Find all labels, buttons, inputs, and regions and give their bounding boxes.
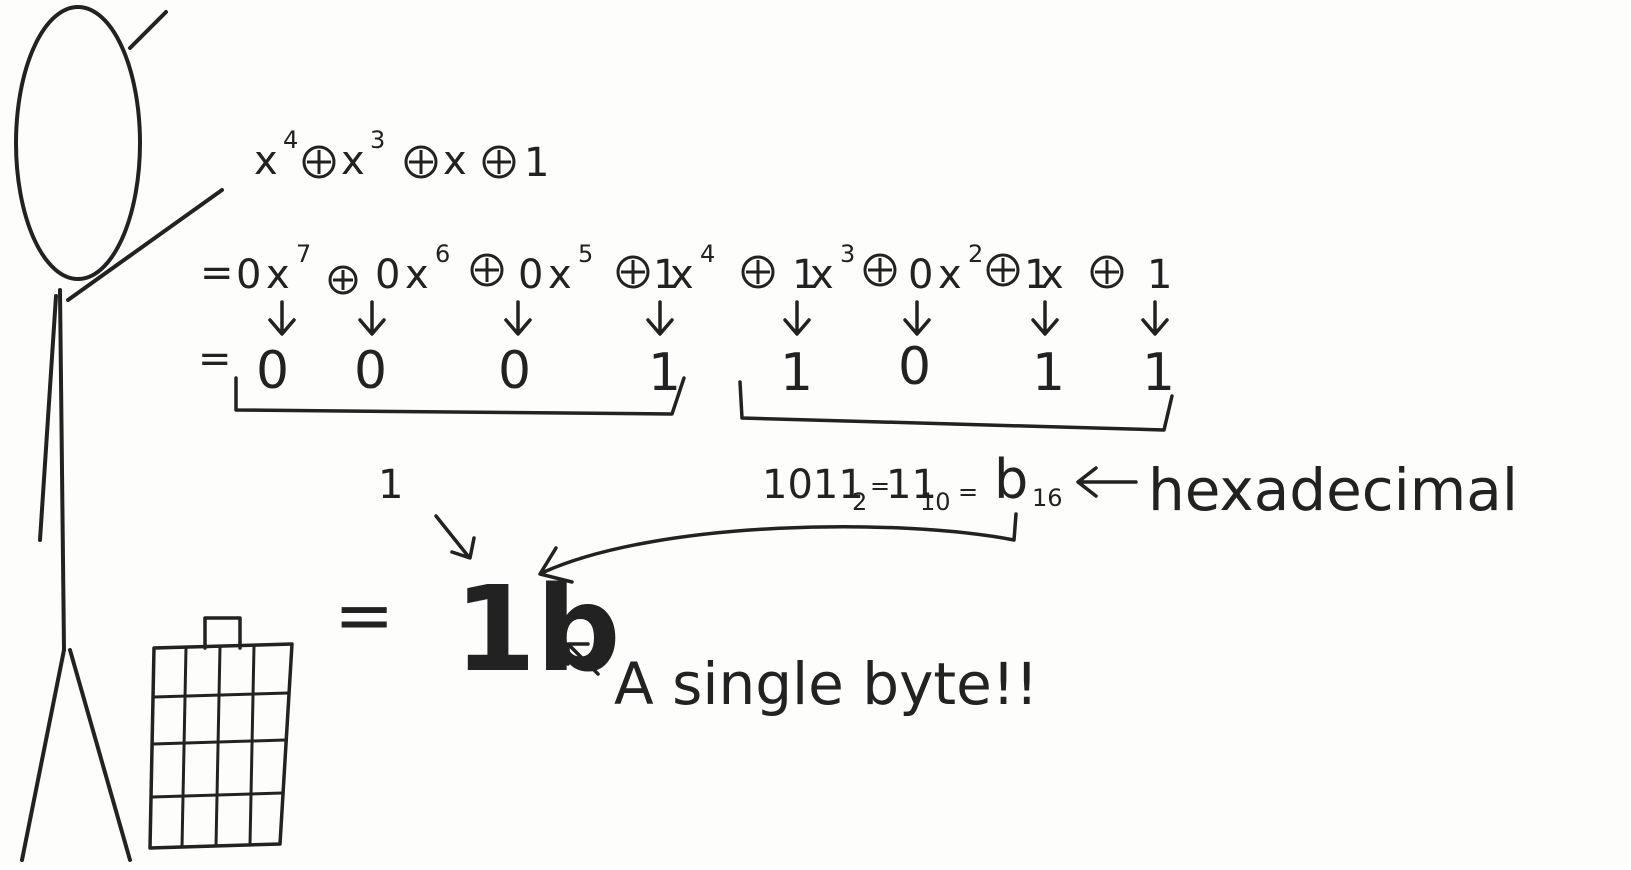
low-nibble-hex-base: 16: [1032, 484, 1063, 512]
poly1-term-1: 1: [524, 140, 549, 186]
xor-icon: [1090, 255, 1124, 289]
down-arrow-icon: [783, 300, 811, 336]
poly2-coef: 1: [792, 252, 817, 298]
poly2-exp: 4: [700, 240, 715, 268]
hex-to-result-arrowhead: [538, 546, 574, 584]
bits-equals: =: [198, 336, 232, 382]
down-arrow-icon: [903, 300, 931, 336]
poly2-exp: 7: [296, 240, 311, 268]
low-nibble-binary-base: 2: [852, 488, 867, 516]
poly2-base: x: [810, 252, 834, 298]
poly2-base: x: [548, 252, 572, 298]
down-arrows: [268, 300, 1169, 336]
poly2-coef: 0: [236, 252, 261, 298]
xor-icon: [470, 253, 504, 287]
poly2-base: x: [670, 252, 694, 298]
xor-icon: [616, 255, 650, 289]
xor-icon: [863, 253, 897, 287]
figure-arm: [66, 188, 224, 302]
down-arrow-icon: [268, 300, 296, 336]
poly1-term-x: x: [443, 138, 467, 184]
figure-head: [14, 5, 142, 281]
bit-value: 1: [648, 343, 681, 403]
bit-value: 1: [780, 343, 813, 403]
poly2-coef: 0: [375, 252, 400, 298]
xor-icon: [482, 145, 516, 179]
poly1-term-x4-exp: 4: [283, 126, 298, 154]
figure-raised-arm: [128, 10, 168, 50]
bit-value: 0: [256, 341, 289, 401]
high-nibble-value: 1: [378, 462, 403, 508]
low-nibble-decimal: 11: [886, 462, 937, 508]
result-byte: 1b: [454, 560, 621, 698]
down-arrow-icon: [646, 300, 674, 336]
poly2-coef: 1: [653, 252, 678, 298]
single-byte-label: A single byte!!: [614, 650, 1038, 718]
result-equals: =: [334, 573, 394, 657]
xor-icon: [986, 253, 1020, 287]
polynomial-line-1: x 4 x 3 x 1: [254, 126, 549, 186]
low-nibble-decimal-base: 10: [920, 488, 951, 516]
xor-icon: [741, 255, 775, 289]
bit-value: 1: [1032, 343, 1065, 403]
poly2-exp: 2: [968, 240, 983, 268]
polynomial-line-2: = 0 x 7 0 x 6 0 x 5 1 x 4 1 x 3 0 x 2 1 …: [200, 240, 1172, 298]
low-nibble-eq1: =: [870, 472, 890, 500]
down-arrow-icon: [1031, 300, 1059, 336]
hexadecimal-label: hexadecimal: [1148, 456, 1518, 524]
poly2-exp: 6: [435, 240, 450, 268]
bit-value: 0: [898, 337, 931, 397]
high-nibble-arrow: [434, 514, 476, 560]
poly2-coef: 0: [518, 252, 543, 298]
down-arrow-icon: [504, 300, 532, 336]
hex-to-result-arrow: [542, 512, 1018, 574]
figure-neck-right: [58, 288, 66, 652]
poly1-term-x3-base: x: [341, 138, 365, 184]
bit-value: 1: [1142, 343, 1175, 403]
poly1-term-x4-base: x: [254, 138, 278, 184]
figure-right-leg: [68, 648, 132, 862]
low-nibble-binary: 1011: [762, 462, 864, 508]
poly2-coef: 1: [1024, 252, 1049, 298]
xor-icon: [328, 265, 358, 295]
poly2-equals: =: [200, 250, 234, 296]
poly2-base: x: [1040, 252, 1064, 298]
bit-value: 0: [354, 341, 387, 401]
down-arrow-icon: [358, 300, 386, 336]
poly2-base: x: [405, 252, 429, 298]
low-nibble-bracket: [738, 380, 1174, 432]
hexadecimal-pointer-arrow: [1076, 466, 1138, 498]
poly2-base: x: [266, 252, 290, 298]
poly2-coef: 0: [908, 252, 933, 298]
bit-value: 0: [498, 341, 531, 401]
low-nibble-conversion: 1011 2 = 11 10 = b 16: [762, 448, 1063, 516]
low-nibble-hex: b: [994, 448, 1028, 511]
xor-icon: [404, 145, 438, 179]
poly2-exp: 5: [578, 240, 593, 268]
bits-row: = 0 0 0 1 1 0 1 1: [198, 336, 1175, 403]
figure-left-leg: [20, 648, 66, 862]
poly2-base: x: [938, 252, 962, 298]
xor-icon: [302, 145, 336, 179]
figure-torso: [38, 294, 58, 542]
poly2-coef: 1: [1147, 252, 1172, 298]
poly1-term-x3-exp: 3: [370, 126, 385, 154]
high-nibble-bracket: [234, 376, 686, 416]
stick-figure: [14, 5, 224, 862]
down-arrow-icon: [1141, 300, 1169, 336]
single-byte-pointer-arrow: [566, 642, 600, 676]
byte-grid-icon: [148, 616, 294, 850]
poly2-exp: 3: [840, 240, 855, 268]
low-nibble-eq2: =: [958, 478, 978, 506]
